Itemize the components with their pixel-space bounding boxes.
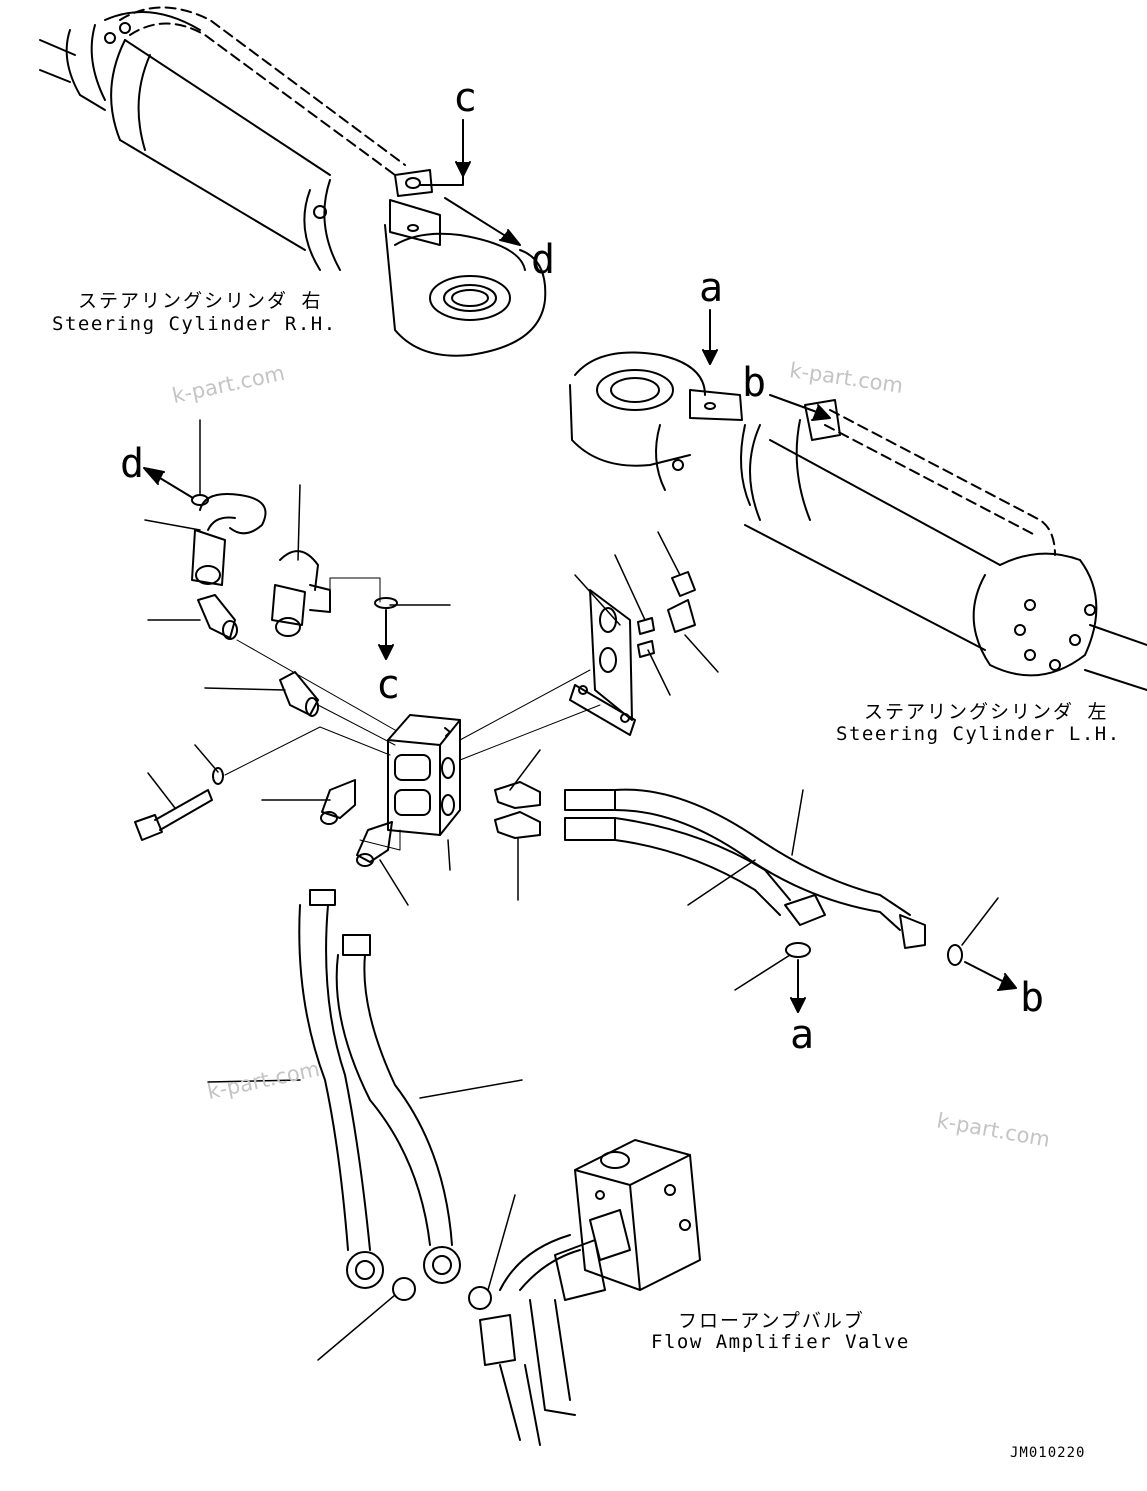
manifold-block [387,714,461,836]
caption-lh-english: Steering Cylinder L.H. [836,723,1121,745]
ref-letter-d-top: d [531,237,556,283]
steering-cylinder-lh [569,351,1147,691]
drawing-code: JM010220 [1010,1445,1086,1461]
ref-letter-a-lower: a [790,1012,815,1058]
fittings [134,493,963,966]
bracket [569,571,696,736]
caption-rh-english: Steering Cylinder R.H. [52,313,337,335]
ref-letter-c-lower: c [376,662,401,708]
ref-letter-a-top: a [699,265,724,311]
hoses-down [298,889,492,1310]
ref-letter-b-lower: b [1020,975,1045,1021]
caption-valve-english: Flow Amplifier Valve [651,1331,910,1353]
leader-lines [144,419,999,1361]
caption-valve-japanese: フローアンプバルブ [678,1310,865,1332]
ref-letter-c-top: c [453,75,478,121]
ref-letter-d-lower: d [120,441,145,487]
steering-cylinder-rh [39,6,547,357]
reference-arrows [143,119,1017,1013]
hoses-right [564,788,926,949]
caption-lh-japanese: ステアリングシリンダ 左 [864,701,1109,723]
ref-letter-b-top: b [742,360,767,406]
flow-amplifier-valve [479,1139,701,1446]
caption-rh-japanese: ステアリングシリンダ 右 [78,290,323,312]
